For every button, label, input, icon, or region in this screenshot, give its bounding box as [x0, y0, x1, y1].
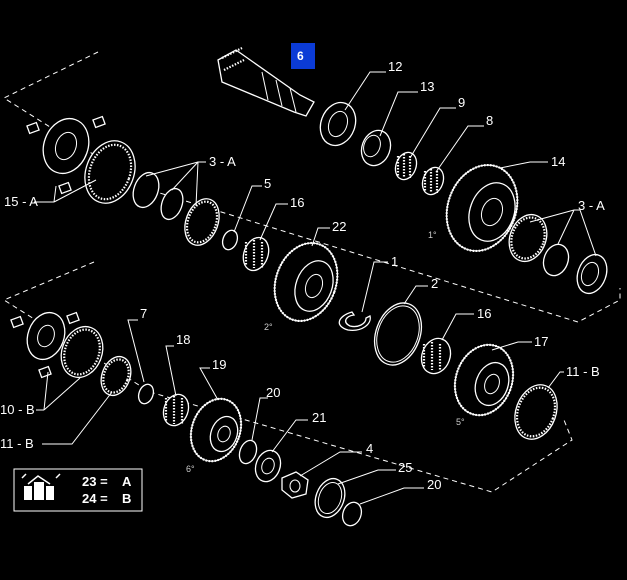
callout-20-lower: 20	[427, 477, 441, 492]
gear-17	[453, 343, 515, 417]
output-shaft	[217, 47, 315, 117]
gear-19	[189, 397, 243, 463]
gear-position-6: 6°	[186, 464, 195, 474]
shim-2	[373, 302, 423, 366]
callout-11b-left: 11 - B	[0, 436, 34, 451]
part-6-label: 6	[297, 49, 304, 63]
gear-position-marks: 1° 2° 5° 6°	[186, 230, 465, 474]
circlip-5	[221, 229, 239, 251]
callout-5: 5	[264, 176, 271, 191]
kit-icon	[21, 473, 61, 500]
callout-19: 19	[212, 357, 226, 372]
callout-11b-right: 11 - B	[566, 364, 600, 379]
bearing-12	[319, 101, 357, 147]
callout-22: 22	[332, 219, 346, 234]
needle-bearing-16-lower	[420, 337, 452, 375]
callout-labels: 12 13 9 8 14 3 - A 5 16 22 3 - A 1 2 16 …	[0, 59, 605, 492]
needle-bearing-18	[162, 393, 190, 427]
callout-9: 9	[458, 95, 465, 110]
callout-16-lower: 16	[477, 306, 491, 321]
ring-25	[314, 477, 346, 519]
callout-3a-right: 3 - A	[578, 198, 605, 213]
upper-group-outline	[2, 51, 621, 323]
gear-position-2: 2°	[264, 322, 273, 332]
synchro-hub-10b	[10, 311, 104, 379]
callout-20-upper: 20	[266, 385, 280, 400]
gear-14	[445, 163, 519, 253]
callout-12: 12	[388, 59, 402, 74]
nut-4	[281, 471, 309, 499]
needle-bearing-8	[421, 166, 445, 196]
synchro-hub-15a	[26, 115, 136, 204]
part-6-highlight[interactable]	[291, 43, 315, 69]
synchro-ring-11b-right	[514, 384, 558, 440]
snap-ring-1	[338, 311, 371, 331]
bearing-21	[254, 449, 282, 483]
gear-position-1: 1°	[428, 230, 437, 240]
callout-13: 13	[420, 79, 434, 94]
needle-bearing-9	[394, 151, 418, 181]
legend-box: 23 = A 24 = B	[13, 468, 143, 512]
callout-7: 7	[140, 306, 147, 321]
legend-value-a: A	[122, 474, 132, 489]
callout-21: 21	[312, 410, 326, 425]
callout-18: 18	[176, 332, 190, 347]
callout-4: 4	[366, 441, 373, 456]
callout-10b: 10 - B	[0, 402, 35, 417]
callout-2: 2	[431, 276, 438, 291]
synchro-rings-3a-right	[508, 213, 608, 295]
callout-14: 14	[551, 154, 565, 169]
lower-group-outline	[2, 261, 573, 493]
spacer-13	[360, 129, 392, 167]
legend-value-b: B	[122, 491, 131, 506]
ring-20-upper	[238, 439, 258, 465]
synchro-rings-3a-left	[132, 171, 220, 246]
legend-key-24: 24 =	[82, 491, 108, 506]
callout-15a: 15 - A	[4, 194, 38, 209]
callout-3a-upper-left: 3 - A	[209, 154, 236, 169]
callout-25: 25	[398, 460, 412, 475]
ring-20-lower	[341, 501, 363, 527]
needle-bearing-16-upper	[242, 236, 270, 272]
legend-key-23: 23 =	[82, 474, 108, 489]
callout-17: 17	[534, 334, 548, 349]
callout-8: 8	[486, 113, 493, 128]
callout-1: 1	[391, 254, 398, 269]
leader-lines	[34, 71, 597, 505]
callout-16-upper: 16	[290, 195, 304, 210]
gear-22	[273, 241, 339, 323]
gear-position-5: 5°	[456, 417, 465, 427]
synchro-ring-11b-left	[100, 355, 132, 397]
circlip-7	[137, 383, 155, 405]
